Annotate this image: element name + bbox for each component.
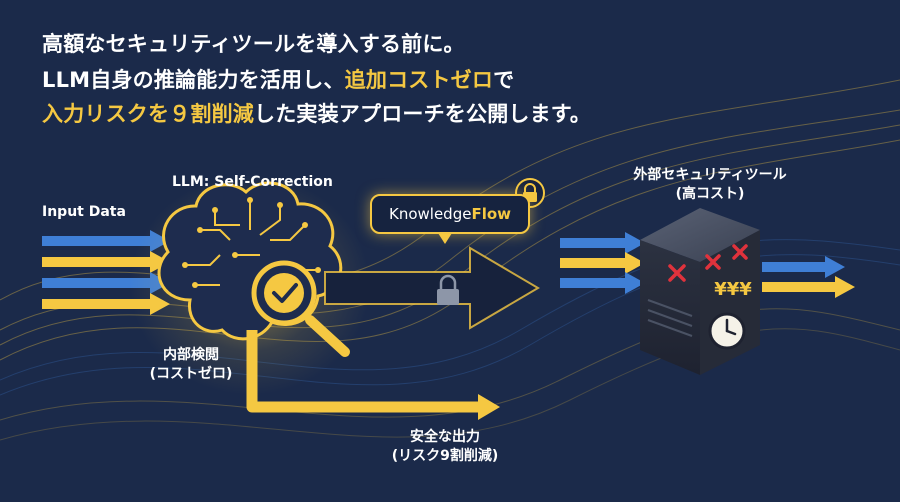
safe-output-label: 安全な出力 (リスク9割削減) (380, 428, 510, 466)
magnifier-check-icon (251, 260, 350, 357)
safe-output-arrow (246, 330, 500, 420)
clock-icon (708, 312, 746, 350)
danger-x-icons (668, 244, 748, 282)
input-arrows (42, 230, 170, 315)
external-tool-label: 外部セキュリティツール (高コスト) (615, 166, 805, 204)
headline-line-1: 高額なセキュリティツールを導入する前に。 (42, 28, 465, 58)
safe-output-subtitle: (リスク9割削減) (391, 448, 499, 464)
internal-check-title: 内部検閲 (163, 347, 219, 363)
input-data-label: Input Data (42, 204, 126, 220)
brand-knowledge: Knowledge (388, 205, 472, 223)
callout-pointer (438, 233, 452, 244)
headline-highlight-cost: 追加コストゼロ (344, 68, 494, 92)
headline-text-1: 高額なセキュリティツールを導入する前に。 (42, 32, 465, 56)
internal-check-label: 内部検閲 (コストゼロ) (146, 346, 236, 384)
input-arrow-blue-2 (42, 272, 170, 294)
safe-output-title: 安全な出力 (410, 429, 480, 445)
input-arrow-yellow-1 (42, 251, 170, 273)
brand-flow: Flow (471, 205, 512, 223)
input-arrow-blue-1 (42, 230, 170, 252)
headline-line-3: 入力リスクを９割削減した実装アプローチを公開します。 (42, 98, 591, 128)
lock-icon (437, 274, 459, 305)
headline-text-2a: LLM自身の推論能力を活用し、 (42, 68, 345, 92)
external-tool-subtitle: (高コスト) (675, 186, 745, 202)
server-output-arrows (762, 256, 855, 298)
main-flow-arrow (324, 246, 540, 330)
server-input-arrows (560, 232, 645, 294)
llm-label: LLM: Self-Correction (172, 174, 333, 190)
headline-text-3: した実装アプローチを公開します。 (254, 102, 592, 126)
external-tool-title: 外部セキュリティツール (633, 167, 787, 183)
internal-check-subtitle: (コストゼロ) (149, 366, 233, 382)
input-arrow-yellow-2 (42, 293, 170, 315)
headline-line-2: LLM自身の推論能力を活用し、追加コストゼロで (42, 64, 514, 94)
headline-text-2b: で (493, 68, 515, 92)
yen-symbols: ¥¥¥ (714, 279, 752, 300)
headline-highlight-risk: 入力リスクを９割削減 (42, 102, 254, 126)
